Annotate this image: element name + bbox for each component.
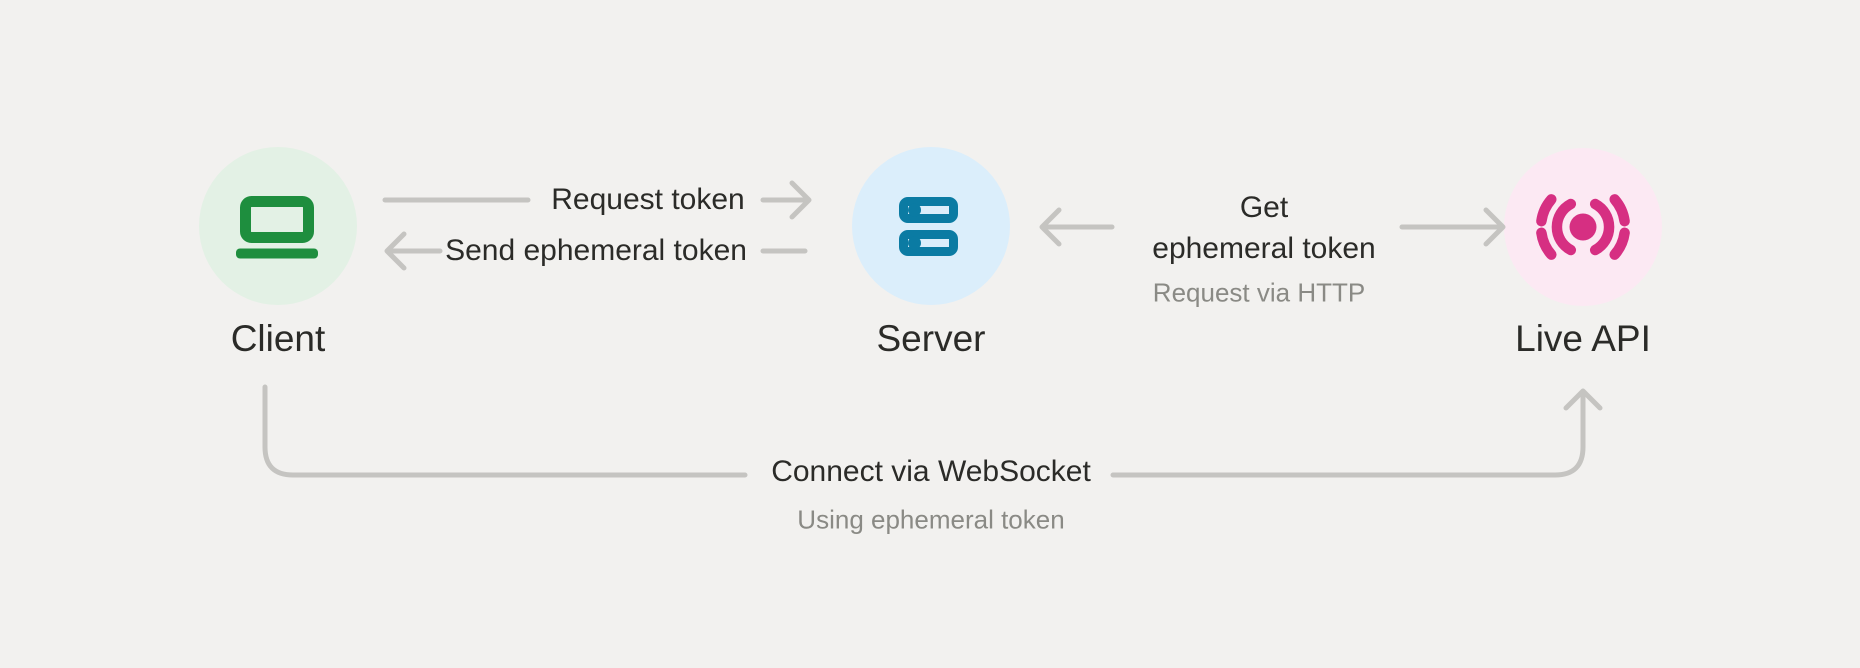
laptop-icon [236,196,318,259]
arrowhead-up-icon [1563,388,1603,411]
request-via-http-sublabel: Request via HTTP [1152,277,1366,308]
client-node-label: Client [230,317,326,359]
client-node-circle [199,147,357,305]
broadcast-outer-arc-right-bottom [1609,227,1630,260]
live-api-node [1504,148,1662,306]
arrowhead-into-live-api-icon [1483,207,1506,247]
server-rack-bottom [899,230,958,256]
server-led-top [908,203,921,217]
server-node-label: Server [876,317,986,359]
websocket-connection-path [262,384,1603,478]
request-token-arrow [382,180,812,220]
server-node-circle [852,147,1010,305]
client-node [199,147,357,305]
broadcast-outer-arc-right-top [1609,194,1630,227]
server-icon [899,197,958,256]
request-token-label: Request token [551,183,745,216]
connect-websocket-label: Connect via WebSocket [771,455,1091,488]
websocket-path-right [1110,390,1586,478]
using-ephemeral-token-sublabel: Using ephemeral token [797,504,1065,535]
live-api-node-label: Live API [1515,317,1651,359]
broadcast-icon [1536,194,1630,260]
broadcast-outer-arc-left-top [1536,194,1557,227]
laptop-base [236,248,318,259]
arrowhead-into-server-icon [1039,207,1062,247]
broadcast-inner-arc-left [1551,198,1577,256]
server-led-bottom [908,236,921,250]
server-node [852,147,1010,305]
arrowhead-left-icon [384,231,407,271]
laptop-screen [240,196,314,243]
websocket-path-left [262,384,748,478]
broadcast-outer-arc-left-bottom [1536,227,1557,260]
get-ephemeral-token-label: Get ephemeral token [1152,191,1376,265]
broadcast-inner-arc-right [1589,198,1615,256]
server-rack-top [899,197,958,223]
arrowhead-right-icon [789,180,812,220]
send-ephemeral-token-label: Send ephemeral token [445,234,747,267]
send-ephemeral-token-arrow [384,231,808,271]
broadcast-center-dot [1569,213,1597,241]
get-ephemeral-token-arrows [1039,207,1506,247]
